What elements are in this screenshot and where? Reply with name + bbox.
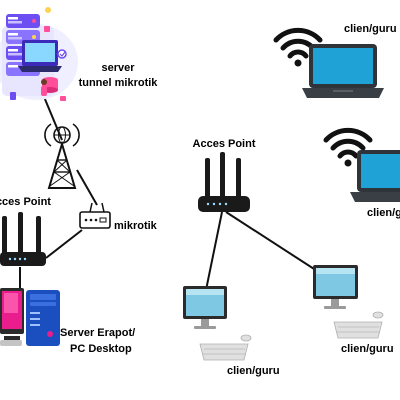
radio-tower-icon bbox=[44, 123, 80, 189]
pc-tower-icon bbox=[0, 288, 60, 346]
wifi-signal-icon bbox=[323, 127, 373, 167]
label-access-point-mid: Acces Point bbox=[193, 138, 256, 150]
desktop-computer-icon bbox=[183, 286, 252, 361]
server-stack-icon bbox=[0, 7, 78, 101]
laptop-icon bbox=[302, 44, 384, 98]
diagram-labels: server tunnel mikrotik mikrotik Acces Po… bbox=[0, 23, 400, 377]
label-client-desktop-right: clien/guru bbox=[341, 343, 394, 355]
label-client-laptop-mid: clien/gu bbox=[367, 207, 400, 219]
wifi-router-icon bbox=[198, 152, 250, 212]
cable-ap-mid-to-right-desktop bbox=[225, 211, 329, 279]
label-client-laptop-top: clien/guru bbox=[344, 23, 397, 35]
cable-ap-mid-to-left-desktop bbox=[205, 211, 223, 291]
cable-mikrotik-to-ap-left bbox=[45, 229, 83, 259]
laptop-icon bbox=[350, 150, 400, 202]
label-access-point-left: Acces Point bbox=[0, 196, 51, 208]
connection-lines bbox=[19, 91, 329, 292]
label-server: server bbox=[101, 62, 135, 74]
mikrotik-router-icon bbox=[79, 202, 111, 229]
label-mikrotik: mikrotik bbox=[114, 220, 158, 232]
label-tunnel-mikrotik: tunnel mikrotik bbox=[79, 77, 159, 89]
desktop-computer-icon bbox=[313, 265, 384, 339]
cable-tower-to-mikrotik bbox=[76, 169, 98, 206]
label-server-erapot: Server Erapot/ bbox=[60, 327, 135, 339]
label-client-desktop-left: clien/guru bbox=[227, 365, 280, 377]
wifi-router-icon bbox=[0, 212, 46, 266]
label-pc-desktop: PC Desktop bbox=[70, 343, 132, 355]
